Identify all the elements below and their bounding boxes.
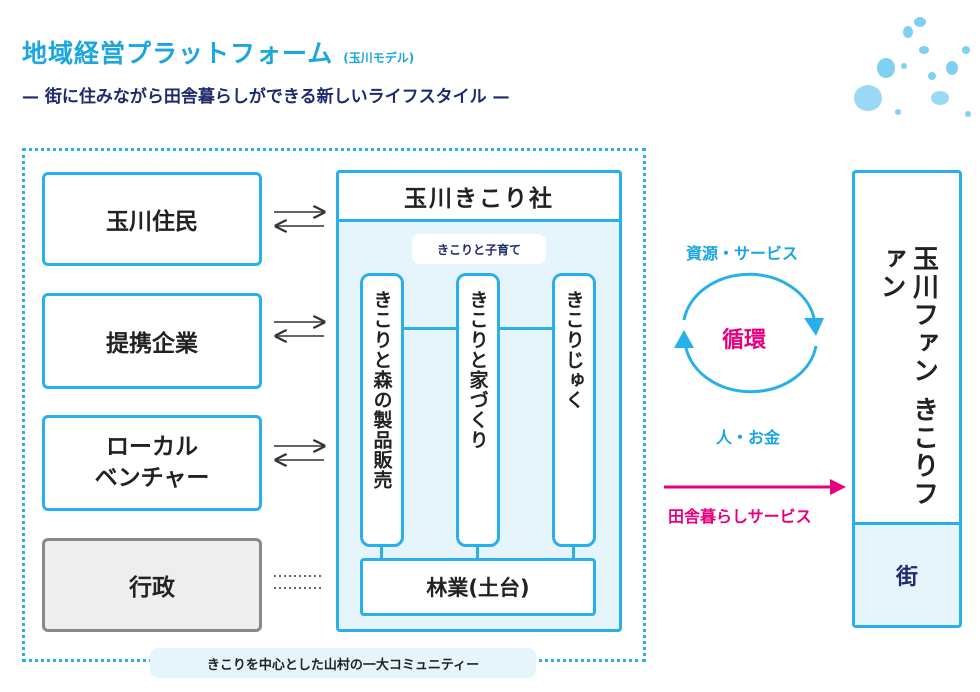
cycle-bottom-label: 人・お金 bbox=[716, 428, 781, 447]
town-label: 街 bbox=[895, 565, 918, 590]
column-label: きこりと家づくり bbox=[466, 290, 489, 450]
stakeholder-label: 提携企業 bbox=[106, 331, 198, 357]
org-name: 玉川きこり社 bbox=[336, 170, 622, 222]
stakeholder-label: ローカル ベンチャー bbox=[94, 433, 210, 491]
cycle-top-label: 資源・サービス bbox=[686, 244, 799, 263]
stakeholder-label: 玉川住民 bbox=[106, 209, 198, 235]
column-foot bbox=[572, 547, 575, 559]
column-foot bbox=[380, 547, 383, 559]
org-parent-label: きこりと子育て bbox=[412, 234, 546, 264]
column-housebuilding: きこりと家づくり bbox=[456, 273, 500, 547]
fans-label: 玉川ファン きこりファン bbox=[876, 245, 939, 509]
stakeholder-residents: 玉川住民 bbox=[42, 172, 262, 266]
cycle-center: 循環 bbox=[722, 328, 767, 353]
page-title: 地域経営プラットフォーム (玉川モデル) bbox=[22, 34, 414, 70]
community-label: きこりを中心とした山村の一大コミュニティー bbox=[150, 648, 536, 678]
title-note: (玉川モデル) bbox=[343, 51, 415, 65]
page-subtitle: — 街に住みながら田舎暮らしができる新しいライフスタイル — bbox=[22, 87, 510, 107]
stakeholder-government: 行政 bbox=[42, 538, 262, 632]
stakeholder-partner-companies: 提携企業 bbox=[42, 293, 262, 389]
column-foot bbox=[476, 547, 479, 559]
column-label: きこりじゅく bbox=[562, 290, 585, 410]
column-school: きこりじゅく bbox=[552, 273, 596, 547]
column-connector bbox=[404, 327, 456, 330]
base-label: 林業(土台) bbox=[426, 576, 530, 600]
fans-label-wrap: 玉川ファン きこりファン bbox=[852, 173, 962, 519]
town-box: 街 bbox=[855, 522, 959, 625]
column-label: きこりと森の製品販売 bbox=[370, 290, 393, 490]
stakeholder-connectors bbox=[274, 200, 330, 589]
stakeholder-label: 行政 bbox=[129, 575, 175, 601]
stakeholder-local-ventures: ローカル ベンチャー bbox=[42, 415, 262, 511]
cycle-arrows-icon bbox=[674, 272, 824, 394]
service-arrow-label: 田舎暮らしサービス bbox=[668, 507, 812, 526]
decorative-blobs bbox=[854, 17, 971, 117]
title-text: 地域経営プラットフォーム bbox=[22, 39, 334, 68]
service-arrow-icon bbox=[664, 479, 846, 495]
base-forestry: 林業(土台) bbox=[360, 558, 596, 616]
column-forest-products: きこりと森の製品販売 bbox=[360, 273, 404, 547]
column-connector bbox=[500, 327, 552, 330]
